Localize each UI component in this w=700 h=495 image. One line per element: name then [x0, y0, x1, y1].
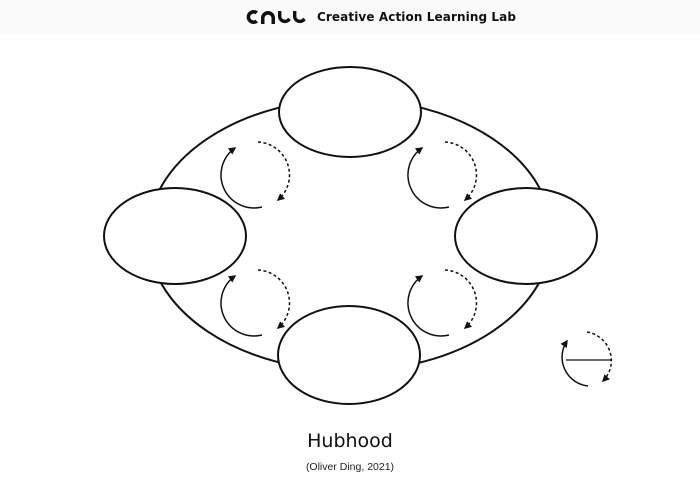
call-logo-icon: [246, 10, 306, 24]
cycle-arrow-icon: [407, 269, 478, 337]
node-top[interactable]: [278, 66, 422, 158]
cycle-with-blank-line-icon: [560, 331, 613, 387]
diagram-title: Hubhood: [307, 430, 393, 452]
cycle-arrow-icon: [407, 141, 478, 209]
header-bar: Creative Action Learning Lab: [0, 0, 700, 34]
cycle-arrow-icon: [220, 141, 291, 209]
lab-name: Creative Action Learning Lab: [317, 10, 517, 24]
node-left[interactable]: [103, 187, 247, 285]
node-bottom[interactable]: [277, 305, 421, 405]
cycle-arrow-icon: [220, 269, 291, 337]
brand: Creative Action Learning Lab: [245, 8, 516, 26]
diagram-credit: (Oliver Ding, 2021): [305, 461, 395, 473]
node-right[interactable]: [454, 187, 598, 285]
hubhood-diagram: [103, 66, 613, 405]
